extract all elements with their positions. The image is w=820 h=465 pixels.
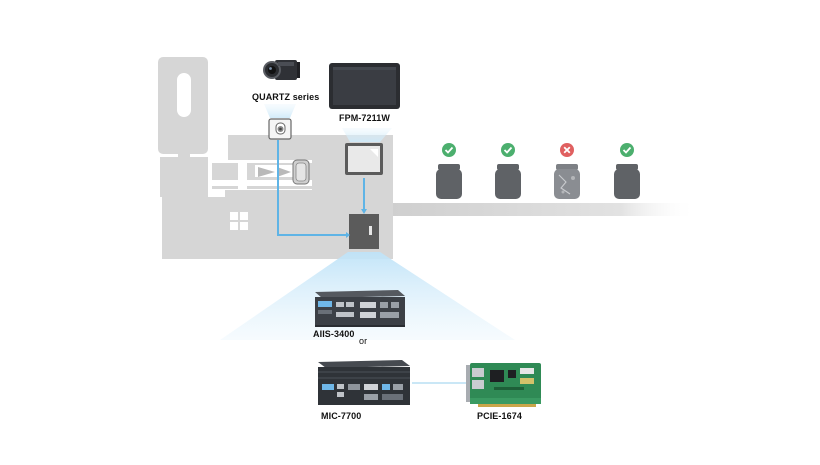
- mic-7700-label: MIC-7700: [321, 411, 362, 421]
- panel-pc-label: FPM-7211W: [339, 113, 390, 123]
- camera-label: QUARTZ series: [252, 92, 320, 102]
- screw-window: [255, 165, 293, 177]
- signal-arrow: [361, 209, 367, 214]
- signal-arrow: [346, 232, 350, 238]
- hopper-slot: [177, 73, 191, 117]
- signal-lines: [277, 140, 365, 236]
- machine-monitor: [345, 143, 383, 175]
- controller-box: [349, 214, 379, 249]
- bottle: [614, 164, 640, 199]
- check-icon: [501, 143, 515, 157]
- conveyor-belt: [392, 203, 697, 216]
- quartz-camera-image: [263, 60, 300, 80]
- bottle: [436, 164, 462, 199]
- fpm-7211w-image: [329, 63, 400, 109]
- inspected-items: [436, 143, 640, 199]
- defective-bottle: [554, 164, 580, 199]
- mold-clamp: [292, 159, 310, 185]
- mic-7700-image: [318, 360, 410, 405]
- panel-beam: [342, 128, 392, 142]
- aiis-3400-label: AIIS-3400: [313, 329, 355, 339]
- cross-icon: [560, 143, 574, 157]
- machine-window: [230, 212, 248, 230]
- pcie-1674-image: [466, 363, 541, 407]
- check-icon: [620, 143, 634, 157]
- aiis-3400-image: [315, 290, 405, 327]
- pcie-1674-label: PCIE-1674: [477, 411, 522, 421]
- or-label: or: [359, 336, 368, 346]
- camera-mount: [268, 118, 292, 140]
- bottle: [495, 164, 521, 199]
- check-icon: [442, 143, 456, 157]
- camera-beam: [264, 104, 296, 118]
